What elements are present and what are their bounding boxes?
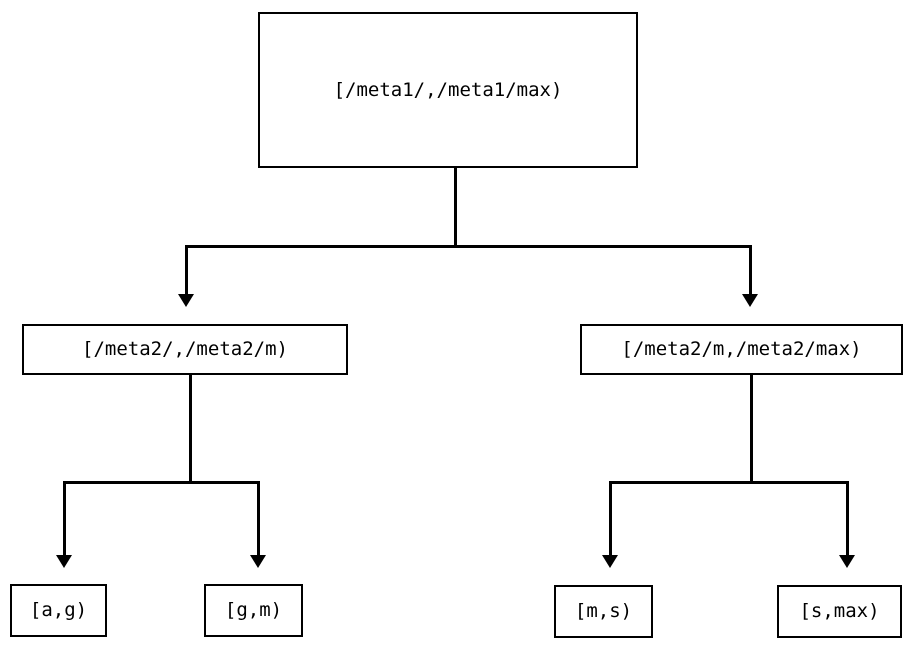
arrowhead-to-leaf-gm bbox=[250, 555, 266, 568]
tree-node-mid-left[interactable]: [/meta2/,/meta2/m) bbox=[22, 324, 348, 375]
edge-root-to-mid-right-drop bbox=[749, 245, 752, 295]
edge-mid-left-horizontal-bar bbox=[64, 481, 260, 484]
tree-node-root-label: [/meta1/,/meta1/max) bbox=[333, 78, 563, 101]
tree-node-leaf-ag-label: [a,g) bbox=[29, 599, 88, 621]
arrowhead-to-leaf-ag bbox=[56, 555, 72, 568]
tree-node-mid-left-label: [/meta2/,/meta2/m) bbox=[82, 338, 288, 360]
tree-node-mid-right-label: [/meta2/m,/meta2/max) bbox=[621, 338, 862, 360]
tree-node-leaf-ms-label: [m,s) bbox=[574, 600, 633, 622]
edge-mid-right-stem bbox=[750, 375, 753, 483]
edge-mid-right-to-leaf-smax-drop bbox=[846, 481, 849, 556]
arrowhead-to-mid-left bbox=[178, 294, 194, 307]
edge-root-stem bbox=[454, 168, 457, 248]
arrowhead-to-mid-right bbox=[742, 294, 758, 307]
arrowhead-to-leaf-ms bbox=[602, 555, 618, 568]
edge-root-horizontal-bar bbox=[186, 245, 752, 248]
edge-mid-right-to-leaf-ms-drop bbox=[609, 481, 612, 556]
tree-node-leaf-ag[interactable]: [a,g) bbox=[10, 584, 107, 637]
tree-node-leaf-ms[interactable]: [m,s) bbox=[554, 585, 653, 638]
edge-mid-left-to-leaf-ag-drop bbox=[63, 481, 66, 556]
arrowhead-to-leaf-smax bbox=[839, 555, 855, 568]
edge-root-to-mid-left-drop bbox=[185, 245, 188, 295]
tree-node-mid-right[interactable]: [/meta2/m,/meta2/max) bbox=[580, 324, 903, 375]
tree-node-leaf-gm[interactable]: [g,m) bbox=[204, 584, 303, 637]
edge-mid-left-to-leaf-gm-drop bbox=[257, 481, 260, 556]
tree-node-root[interactable]: [/meta1/,/meta1/max) bbox=[258, 12, 638, 168]
tree-node-leaf-smax[interactable]: [s,max) bbox=[777, 585, 902, 638]
edge-mid-right-horizontal-bar bbox=[610, 481, 849, 484]
edge-mid-left-stem bbox=[189, 375, 192, 483]
tree-node-leaf-gm-label: [g,m) bbox=[224, 599, 283, 621]
tree-node-leaf-smax-label: [s,max) bbox=[799, 600, 880, 622]
